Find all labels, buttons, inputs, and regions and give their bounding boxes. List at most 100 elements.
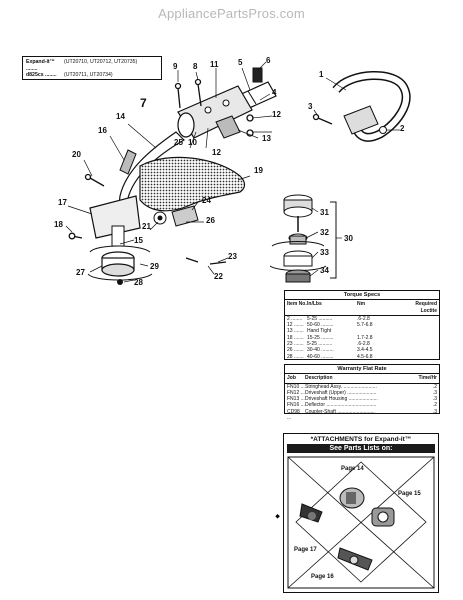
pruner-attachment-pic xyxy=(337,547,373,571)
callout-9: 9 xyxy=(173,62,178,71)
warranty-time: .3 xyxy=(432,396,437,403)
callout-6: 6 xyxy=(266,56,271,65)
torque-nm: .6-2.8 xyxy=(357,341,370,348)
attachments-box: *ATTACHMENTS for Expand-it™ See Parts Li… xyxy=(283,433,439,593)
model-val-1: (UT20710, UT20712, UT20735) xyxy=(64,59,138,65)
callout-14: 14 xyxy=(116,112,125,121)
knob-part xyxy=(215,115,241,139)
table-row: FN16 ...Deflector ......................… xyxy=(285,402,439,408)
torque-nm: 5.7-6.8 xyxy=(357,322,373,329)
torque-inlbs: 5-25 .......... xyxy=(307,341,333,348)
torque-nm: 4.5-6.8 xyxy=(357,353,373,360)
blower-attachment-pic xyxy=(371,507,395,527)
page-14-label: Page 14 xyxy=(341,466,364,472)
head-knob-part xyxy=(117,279,123,285)
callout-10: 10 xyxy=(188,138,197,147)
torque-inlbs: 30-40 ......... xyxy=(307,347,334,354)
torque-header-inlbs: In/Lbs xyxy=(307,301,322,308)
model-key-2: d825cs ........ xyxy=(26,72,57,78)
torque-specs-header: Item No. In/Lbs Nm Required Loctite xyxy=(285,300,439,316)
model-val-2: (UT20711, UT20734) xyxy=(64,72,113,78)
table-row: CD98 ...Coupler-Shaft ..................… xyxy=(285,409,439,422)
torque-inlbs: 40-60 ......... xyxy=(307,353,334,360)
warranty-flat-rate-table: Warranty Flat Rate Job Description Time/… xyxy=(284,364,440,421)
table-row: 12 .......50-60 ......... 5.7-6.8 xyxy=(285,322,439,328)
torque-nm: 3.4-4.5 xyxy=(357,347,373,354)
table-row: 2 ........5-25 ...........6-2.8 xyxy=(285,316,439,322)
deflector-shield xyxy=(139,156,246,212)
torque-specs-table: Torque Specs Item No. In/Lbs Nm Required… xyxy=(284,290,440,360)
model-applicability-box: Expand-it™ ........(UT20710, UT20712, UT… xyxy=(22,56,162,80)
callout-24: 24 xyxy=(202,196,211,205)
warranty-time: .3 xyxy=(432,389,437,396)
callout-7: 7 xyxy=(140,96,147,110)
torque-item: 28 ....... xyxy=(287,353,304,360)
torque-specs-title: Torque Specs xyxy=(285,291,439,301)
leader-lines xyxy=(65,61,400,283)
callout-33: 33 xyxy=(320,248,329,257)
warranty-job: FN16 ... xyxy=(287,402,305,409)
callout-4: 4 xyxy=(272,88,277,97)
torque-header-item: Item No. xyxy=(287,301,307,308)
callout-22: 22 xyxy=(214,272,223,281)
table-row: FN10 ...Stringhead Assy. ...............… xyxy=(285,384,439,390)
callout-20: 20 xyxy=(72,150,81,159)
callout-21: 21 xyxy=(142,222,151,231)
table-row: 13 .......Hand Tight xyxy=(285,328,439,334)
torque-item: 13 ....... xyxy=(287,328,304,335)
callout-15: 15 xyxy=(134,236,143,245)
shaft-guard-part xyxy=(119,149,137,175)
callout-13: 13 xyxy=(262,134,271,143)
page-17-label: Page 17 xyxy=(294,547,317,553)
callout-8: 8 xyxy=(193,62,198,71)
warranty-time: .3 xyxy=(432,408,437,415)
table-row: 23 .......5-25 ...........6-2.8 xyxy=(285,341,439,347)
warranty-title: Warranty Flat Rate xyxy=(285,365,439,375)
torque-inlbs: 50-60 ......... xyxy=(307,322,334,329)
watermark: AppliancePartsPros.com xyxy=(158,6,305,21)
warranty-desc: Deflector ..............................… xyxy=(305,402,377,409)
torque-item: 26 ....... xyxy=(287,347,304,354)
table-row: 18 .......15-25 ......... 1.7-2.8 xyxy=(285,335,439,341)
blade-clip-part xyxy=(171,205,199,227)
callout-2: 2 xyxy=(400,124,405,133)
callout-29: 29 xyxy=(150,262,159,271)
gear-head-housing xyxy=(89,195,167,247)
torque-nm: .6-2.8 xyxy=(357,315,370,322)
exploded-string-head xyxy=(269,194,327,283)
callout-11: 11 xyxy=(210,60,219,69)
callout-23: 23 xyxy=(228,252,237,261)
callout-17: 17 xyxy=(58,198,67,207)
callout-31: 31 xyxy=(320,208,329,217)
warranty-job: FN10 ... xyxy=(287,383,305,390)
callout-1: 1 xyxy=(319,70,324,79)
torque-item: 18 ....... xyxy=(287,334,304,341)
warranty-header-desc: Description xyxy=(305,375,333,382)
torque-inlbs: 15-25 ......... xyxy=(307,334,334,341)
page-15-label: Page 15 xyxy=(398,491,421,497)
cap-part xyxy=(252,67,263,83)
warranty-desc: Driveshaft Housing ..................... xyxy=(305,396,378,403)
torque-loctite xyxy=(399,354,437,360)
warranty-job: FN12 ... xyxy=(287,389,305,396)
callout-34: 34 xyxy=(320,266,329,275)
callout-12-b: 12 xyxy=(212,148,221,157)
warranty-header: Job Description Time/Hr xyxy=(285,374,439,384)
attachments-graphic xyxy=(287,456,435,589)
table-row: FN13 ...Driveshaft Housing .............… xyxy=(285,396,439,402)
warranty-time: .2 xyxy=(432,383,437,390)
callout-25: 25 xyxy=(174,138,183,147)
warranty-desc: Driveshaft (Upper) ..................... xyxy=(305,389,377,396)
callout-16: 16 xyxy=(98,126,107,135)
torque-inlbs: Hand Tight xyxy=(307,328,332,335)
callout-19: 19 xyxy=(254,166,263,175)
handle-loop xyxy=(332,71,411,142)
attachments-band: See Parts Lists on: xyxy=(287,444,435,453)
torque-nm: 1.7-2.8 xyxy=(357,334,373,341)
callout-32: 32 xyxy=(320,228,329,237)
page-16-label: Page 16 xyxy=(311,574,334,580)
torque-item: 12 ....... xyxy=(287,322,304,329)
torque-inlbs: 5-25 .......... xyxy=(307,315,333,322)
string-trimmer-head xyxy=(87,245,153,281)
